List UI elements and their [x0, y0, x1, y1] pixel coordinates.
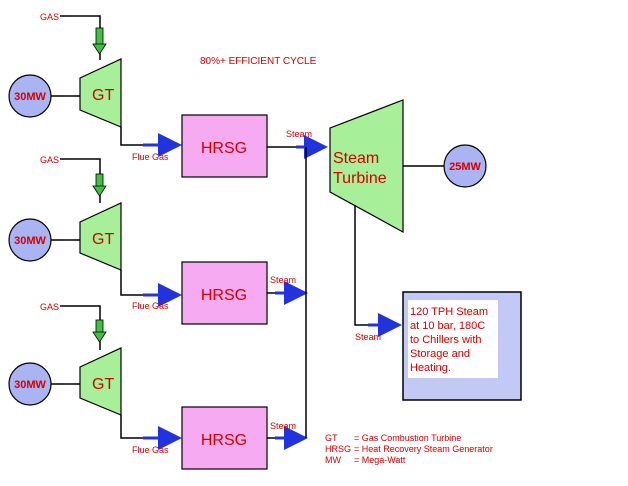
legend: GT = Gas Combustion Turbine HRSG = Heat …: [325, 433, 493, 465]
gt-label-3: GT: [92, 376, 114, 393]
generator-power-3: 30MW: [14, 379, 46, 391]
flue-gas-label-2: Flue Gas: [132, 301, 169, 311]
generator-power-2: 30MW: [14, 235, 46, 247]
gt-unit-2: GAS GT 30MW Flue Gas HRSG Steam: [8, 155, 308, 325]
legend-abbr-hrsg: HRSG: [325, 444, 351, 454]
flue-gas-label-3: Flue Gas: [132, 445, 169, 455]
chiller-line-3: to Chillers with: [410, 334, 482, 346]
steam-label-2: Steam: [270, 275, 296, 285]
legend-def-mw: = Mega-Watt: [354, 455, 406, 465]
gas-label-1: GAS: [40, 12, 59, 22]
gas-arrow-2: [92, 173, 107, 197]
chiller-line-5: Heating.: [410, 362, 451, 374]
extraction-steam-label: Steam: [355, 332, 381, 342]
legend-def-hrsg: = Heat Recovery Steam Generator: [354, 444, 493, 454]
gas-line-1: [60, 15, 101, 60]
steam-turbine: [329, 99, 404, 234]
chiller-line-1: 120 TPH Steam: [410, 306, 488, 318]
hrsg-label-1: HRSG: [201, 140, 247, 157]
steam-label-1: Steam: [286, 129, 312, 139]
hrsg-label-2: HRSG: [201, 287, 247, 304]
legend-def-gt: = Gas Combustion Turbine: [354, 433, 461, 443]
generator-1: [8, 74, 52, 118]
st-generator: [443, 144, 487, 188]
gas-label-2: GAS: [40, 155, 59, 165]
gt-label-2: GT: [92, 231, 114, 248]
st-generator-power: 25MW: [449, 161, 481, 173]
generator-2: [8, 218, 52, 262]
chiller-line-2: at 10 bar, 180C: [410, 320, 485, 332]
steam-turbine-label-line2: Turbine: [333, 170, 387, 187]
steam-turbine-label-line1: Steam: [333, 150, 379, 167]
legend-abbr-gt: GT: [325, 433, 338, 443]
hrsg-3: [181, 406, 268, 470]
chiller-text-panel: [408, 300, 498, 378]
gas-arrow-1: [92, 27, 107, 55]
steam-label-3: Steam: [270, 421, 296, 431]
chiller-text: 120 TPH Steam at 10 bar, 180C to Chiller…: [410, 306, 491, 374]
flue-line-1: [120, 127, 150, 146]
chiller-line-4: Storage and: [410, 348, 470, 360]
steam-turbine-unit: Steam Turbine 25MW: [329, 99, 487, 234]
gas-line-3: [60, 305, 101, 350]
hrsg-2: [181, 261, 268, 325]
generator-power-1: 30MW: [14, 91, 46, 103]
hrsg-1: [181, 114, 268, 178]
flue-line-3: [120, 415, 150, 439]
gas-label-3: GAS: [40, 302, 59, 312]
gas-arrow-3: [92, 319, 107, 343]
flue-line-2: [120, 270, 150, 296]
diagram-title: 80%+ EFFICIENT CYCLE: [200, 56, 317, 67]
extraction-line: [354, 205, 368, 326]
legend-abbr-mw: MW: [325, 455, 341, 465]
hrsg-label-3: HRSG: [201, 432, 247, 449]
flue-gas-label-1: Flue Gas: [132, 152, 169, 162]
gt-unit-3: GAS GT 30MW Flue Gas HRSG Steam: [8, 302, 308, 470]
gas-line-2: [60, 158, 101, 203]
generator-3: [8, 362, 52, 406]
gt-label-1: GT: [92, 87, 114, 104]
gt-unit-1: GAS GT 30MW Flue Gas HRSG Steam: [8, 12, 328, 178]
